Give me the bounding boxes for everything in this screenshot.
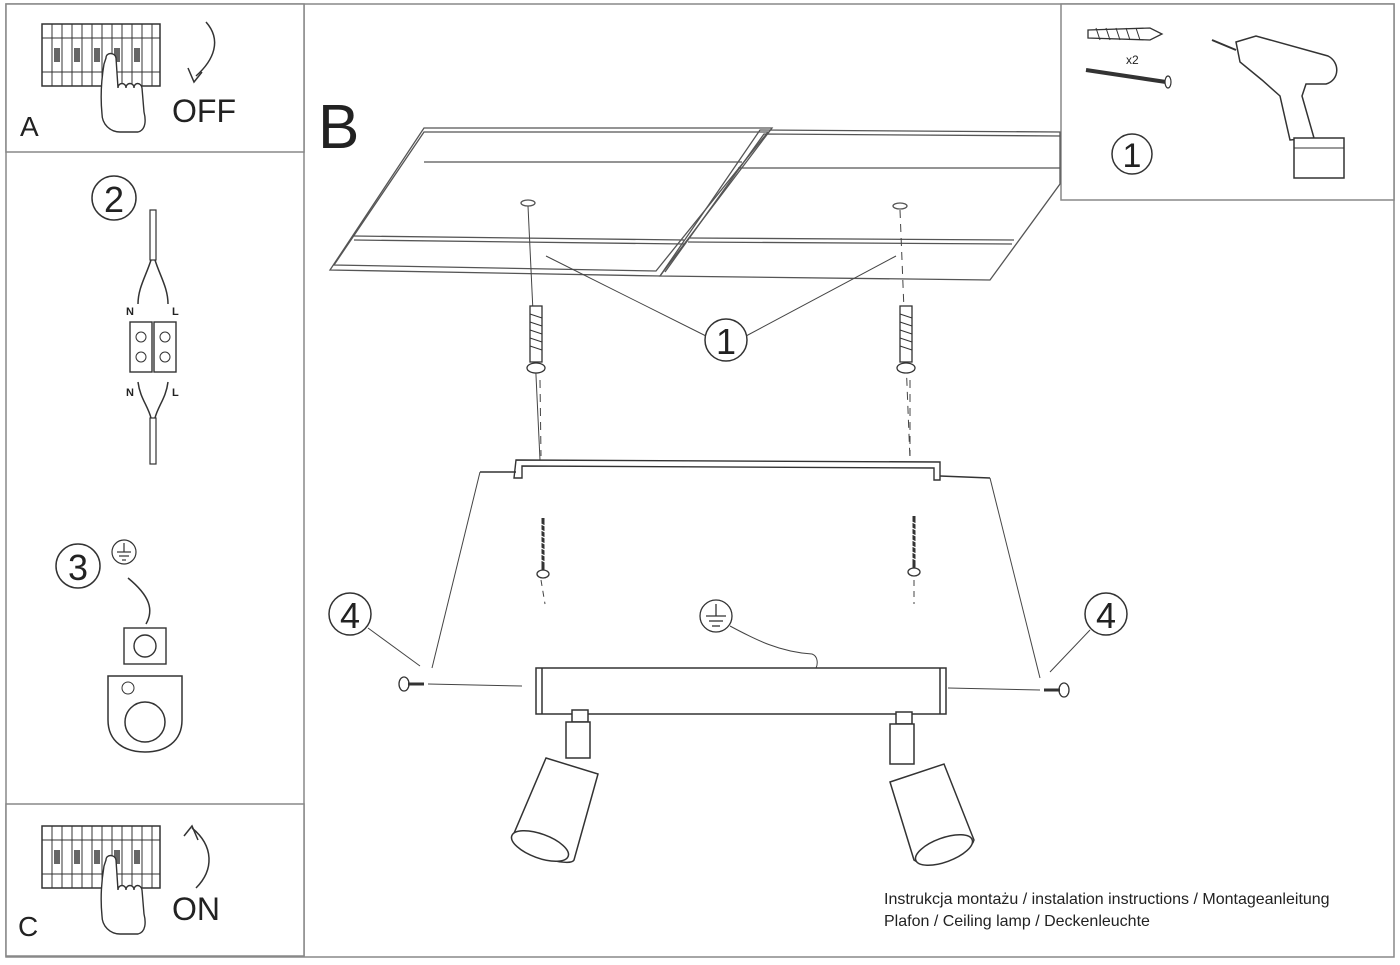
ground-symbol-icon bbox=[111, 539, 137, 565]
parts-box: x2 1 bbox=[1060, 3, 1395, 201]
side-screw-left bbox=[398, 676, 523, 692]
live-label-top: L bbox=[172, 306, 179, 318]
mounting-bracket bbox=[480, 459, 991, 481]
on-label: ON bbox=[172, 891, 220, 927]
outer-frame bbox=[5, 3, 1395, 958]
step-3-ground: 3 bbox=[55, 539, 183, 753]
step-4-number-left: 4 bbox=[340, 595, 360, 636]
lamp-body bbox=[535, 667, 947, 715]
spotlight-right bbox=[889, 711, 975, 866]
caption-line-2: Plafon / Ceiling lamp / Deckenleuchte bbox=[884, 913, 1150, 930]
wall-plug-left bbox=[526, 305, 546, 374]
wall-plug-right bbox=[896, 305, 916, 374]
step-2-wiring: 2 N L N L bbox=[91, 175, 179, 465]
panel-a-letter: A bbox=[20, 111, 39, 142]
wall-plug-icon bbox=[1087, 27, 1164, 41]
lamp-ground-icon bbox=[699, 599, 818, 669]
terminal-block-icon bbox=[129, 321, 153, 373]
panel-c: C ON bbox=[5, 803, 305, 957]
neutral-label-top: N bbox=[126, 306, 134, 318]
screw-icon bbox=[1085, 68, 1172, 89]
ceiling-panels bbox=[328, 127, 1061, 281]
parts-step-number: 1 bbox=[1123, 137, 1142, 175]
quantity-label: x2 bbox=[1126, 53, 1139, 67]
caption-line-1: Instrukcja montażu / instalation instruc… bbox=[884, 891, 1330, 908]
step-2-number: 2 bbox=[104, 179, 124, 220]
step-3-number: 3 bbox=[68, 547, 88, 588]
panel-a: A OFF bbox=[5, 3, 305, 153]
off-label: OFF bbox=[172, 93, 236, 129]
arrow-up-icon bbox=[191, 827, 210, 889]
step-4-number-right: 4 bbox=[1096, 595, 1116, 636]
neutral-label-bottom: N bbox=[126, 387, 134, 399]
step-1-number: 1 bbox=[716, 321, 736, 362]
side-screw-right bbox=[947, 682, 1070, 698]
panel-c-letter: C bbox=[18, 911, 38, 942]
live-label-bottom: L bbox=[172, 387, 179, 399]
panel-b-letter: B bbox=[318, 93, 359, 162]
drill-icon bbox=[1211, 35, 1345, 179]
spotlight-left bbox=[510, 709, 599, 864]
arrow-down-icon bbox=[195, 21, 216, 77]
screw-left bbox=[535, 516, 551, 580]
screw-right bbox=[906, 514, 922, 578]
